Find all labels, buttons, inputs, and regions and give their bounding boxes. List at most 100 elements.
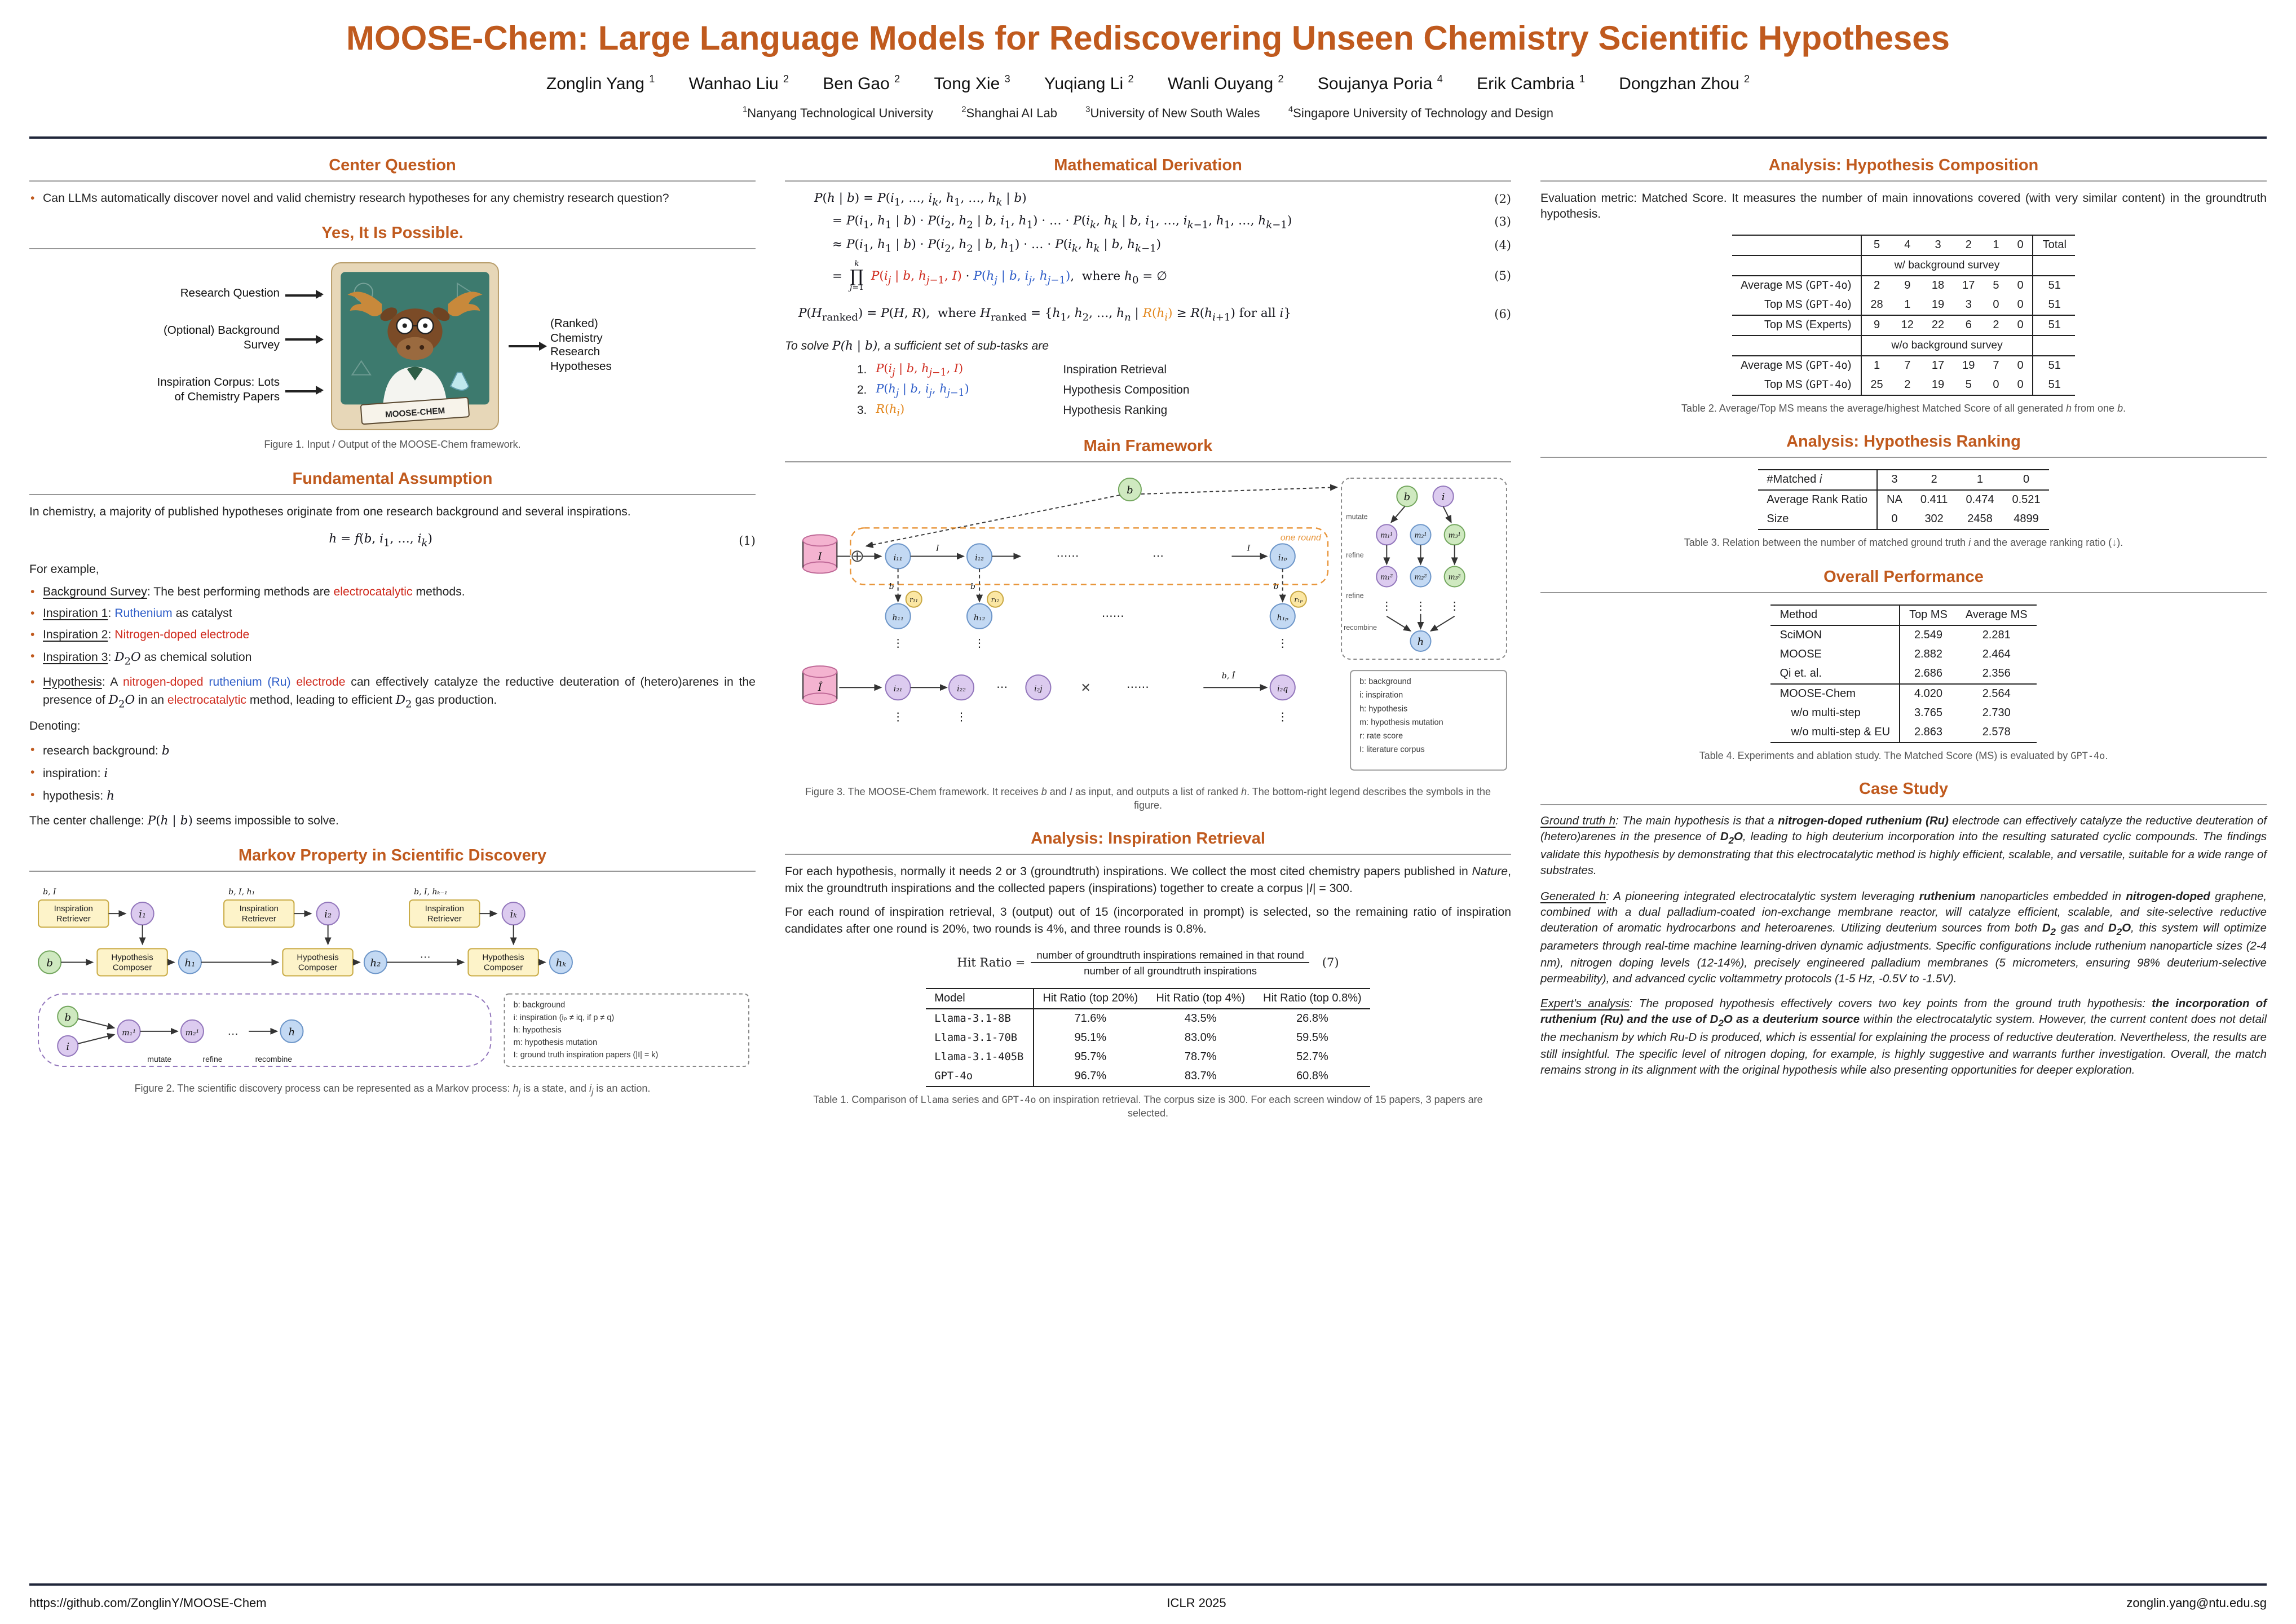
svg-text:mutate: mutate <box>1346 513 1368 520</box>
section-main-framework: Main Framework b <box>785 438 1511 812</box>
table-group-row: w/o background survey <box>1732 335 2076 357</box>
figure3-framework-diagram: b I <box>802 478 1507 771</box>
section-title: Analysis: Inspiration Retrieval <box>1031 830 1265 849</box>
retrieval-paragraph: For each round of inspiration retrieval,… <box>785 905 1511 936</box>
svg-text:⋮: ⋮ <box>893 637 904 650</box>
equation-1: h = f(b, i1, …, ik) (1) <box>329 531 756 550</box>
svg-text:⋯⋯: ⋯⋯ <box>1127 681 1149 694</box>
column-left: Center Question Can LLMs automatically d… <box>29 143 756 1116</box>
section-markov: Markov Property in Scientific Discovery … <box>29 848 756 1098</box>
svg-text:m₂¹: m₂¹ <box>186 1029 200 1038</box>
svg-text:b: b <box>64 1012 71 1024</box>
figure2-markov-diagram: b, I Inspiration Retriever i₁ b <box>38 888 749 1067</box>
node-i22 <box>948 674 975 701</box>
arrow-right-icon <box>285 386 324 395</box>
section-fundamental-assumption: Fundamental Assumption In chemistry, a m… <box>29 470 756 829</box>
svg-text:Composer: Composer <box>298 963 337 973</box>
fig1-label-output: (Ranked) Chemistry Research Hypotheses <box>550 317 612 374</box>
subtask-row: 1. P(ij | b, hj−1, I) Inspiration Retrie… <box>857 361 1167 379</box>
corpus-cylinder-Ihat: Î <box>802 665 838 705</box>
affiliation-list: 1Nanyang Technological University 2Shang… <box>0 104 2296 120</box>
email-link[interactable]: zonglin.yang@ntu.edu.sg <box>2126 1597 2267 1610</box>
denoting-bullet: inspiration: i <box>29 765 756 783</box>
author: Tong Xie 3 <box>934 73 1010 94</box>
section-center-question: Center Question Can LLMs automatically d… <box>29 156 756 207</box>
svg-text:b: b <box>1274 582 1279 592</box>
svg-text:m: hypothesis mutation: m: hypothesis mutation <box>514 1039 597 1048</box>
node-h12 <box>966 603 993 630</box>
svg-text:Hypothesis: Hypothesis <box>482 953 524 963</box>
section-title: Overall Performance <box>1823 568 1984 586</box>
author: Wanli Ouyang 2 <box>1167 73 1284 94</box>
svg-text:I: I <box>818 551 823 563</box>
section-hypothesis-ranking: Analysis: Hypothesis Ranking #Matched i … <box>1540 434 2267 550</box>
node-r12 <box>987 590 1004 608</box>
svg-text:I: literature corpus: I: literature corpus <box>1359 745 1425 754</box>
svg-text:✕: ✕ <box>1080 681 1090 695</box>
section-hypothesis-composition: Analysis: Hypothesis Composition Evaluat… <box>1540 156 2267 416</box>
node-r1p <box>1290 590 1307 608</box>
svg-text:Inspiration: Inspiration <box>240 904 279 914</box>
svg-text:⋯⋯: ⋯⋯ <box>1102 610 1124 623</box>
for-example-label: For example, <box>29 562 99 576</box>
author: Zonglin Yang 1 <box>546 73 655 94</box>
table1-caption: Table 1. Comparison of Llama series and … <box>813 1093 1483 1119</box>
moose-illustration: MOOSE-CHEM <box>331 263 499 431</box>
svg-text:refine: refine <box>1346 592 1364 600</box>
affiliation: 4Singapore University of Technology and … <box>1288 104 1554 121</box>
svg-text:h: hypothesis: h: hypothesis <box>1359 705 1407 714</box>
svg-text:i₁₁: i₁₁ <box>894 554 903 563</box>
svg-text:i: inspiration (iₚ ≠ iq, if p: i: inspiration (iₚ ≠ iq, if p ≠ q) <box>514 1014 614 1023</box>
fig2-input-1: b, I <box>43 888 56 897</box>
svg-text:m: hypothesis mutation: m: hypothesis mutation <box>1359 718 1443 727</box>
denoting-label: Denoting: <box>29 720 81 734</box>
author: Dongzhan Zhou 2 <box>1619 73 1750 94</box>
fig2-input-3: b, I, hₖ₋₁ <box>414 888 448 897</box>
svg-text:h: h <box>289 1027 295 1039</box>
table-header-row: 5 4 3 2 1 0 Total <box>1732 235 2076 256</box>
section-case-study: Case Study Ground truth h: The main hypo… <box>1540 780 2267 1079</box>
section-title: Analysis: Hypothesis Ranking <box>1786 433 2021 452</box>
svg-text:b: b <box>46 957 53 969</box>
table2-caption: Table 2. Average/Top MS means the averag… <box>1681 403 2126 414</box>
github-link[interactable]: https://github.com/ZonglinY/MOOSE-Chem <box>29 1597 267 1610</box>
assumption-intro: In chemistry, a majority of published hy… <box>29 505 631 519</box>
svg-text:m₁¹: m₁¹ <box>122 1029 136 1038</box>
table-group-row: w/ background survey <box>1732 255 2076 277</box>
svg-text:Retriever: Retriever <box>56 915 91 924</box>
svg-text:i: inspiration: i: inspiration <box>1359 691 1403 700</box>
assumption-bullet: Inspiration 2: Nitrogen-doped electrode <box>29 627 756 644</box>
svg-text:⋮: ⋮ <box>1381 600 1392 612</box>
svg-text:⋯: ⋯ <box>996 681 1008 694</box>
svg-text:h₁₂: h₁₂ <box>974 614 986 623</box>
svg-text:⋮: ⋮ <box>974 637 985 650</box>
fig1-label-inspiration-corpus: Inspiration Corpus: Lots of Chemistry Pa… <box>157 376 280 404</box>
svg-text:hₖ: hₖ <box>556 957 567 969</box>
hypothesis-composer-box: Hypothesis Composer <box>96 948 168 977</box>
author: Wanhao Liu 2 <box>688 73 789 94</box>
node-h11 <box>885 603 911 630</box>
section-inspiration-retrieval: Analysis: Inspiration Retrieval For each… <box>785 830 1511 1120</box>
affiliation: 2Shanghai AI Lab <box>961 104 1058 121</box>
svg-text:r₁₂: r₁₂ <box>991 596 1000 604</box>
section-possible: Yes, It Is Possible. Research Question (… <box>29 225 756 452</box>
poster-header: MOOSE-Chem: Large Language Models for Re… <box>0 0 2296 139</box>
svg-text:mutate: mutate <box>147 1055 171 1064</box>
section-title: Markov Property in Scientific Discovery <box>238 847 547 866</box>
svg-text:h₁ₚ: h₁ₚ <box>1277 614 1289 623</box>
figure1-caption: Figure 1. Input / Output of the MOOSE-Ch… <box>264 439 521 451</box>
svg-text:b: b <box>1127 484 1133 496</box>
section-title: Main Framework <box>1083 438 1213 456</box>
arrow-right-icon <box>509 341 547 351</box>
retrieval-paragraph: For each hypothesis, normally it needs 2… <box>785 865 1511 896</box>
svg-text:⋮: ⋮ <box>893 711 904 723</box>
affiliation: 3University of New South Wales <box>1085 104 1260 121</box>
table4-caption: Table 4. Experiments and ablation study.… <box>1699 749 2108 761</box>
